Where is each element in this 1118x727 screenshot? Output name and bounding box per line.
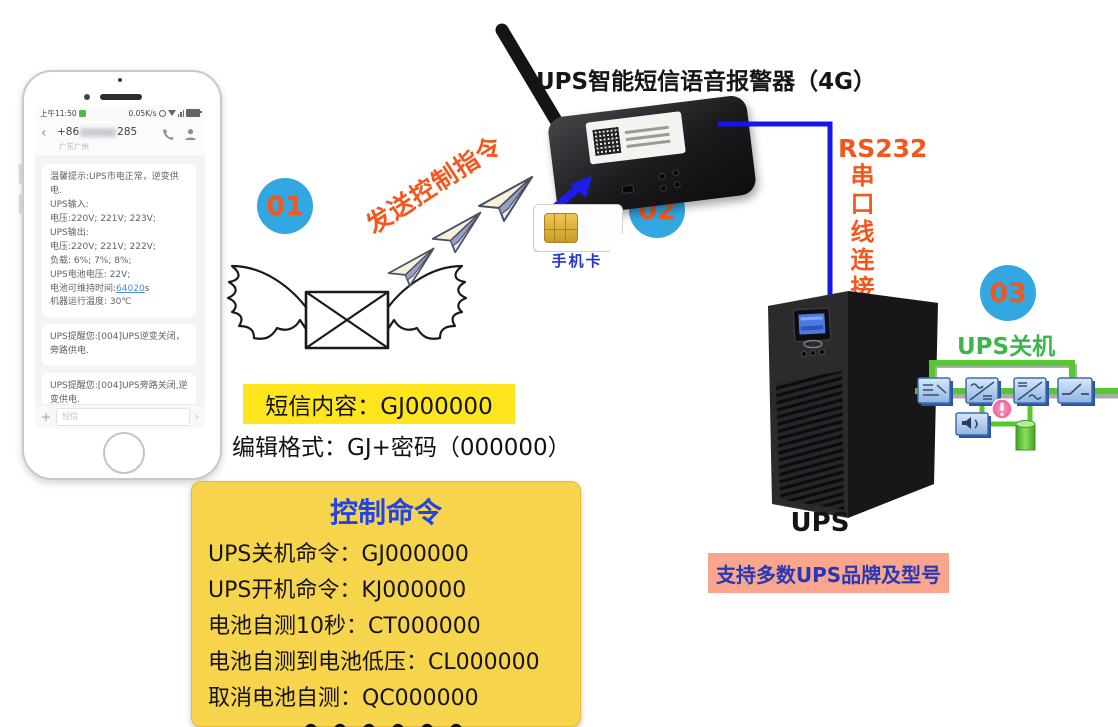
temperature-line: 机器运行温度: 30℃ bbox=[50, 297, 132, 308]
alarm-circle-icon bbox=[991, 398, 1013, 420]
send-icon[interactable]: › bbox=[194, 410, 199, 423]
alarm-speaker-block bbox=[955, 412, 989, 436]
network-speed: 0.05K/s bbox=[128, 108, 157, 118]
sms-bubble-alert: 温馨提示:UPS市电正常，逆变供电. UPS输入: 电压:220V; 221V;… bbox=[42, 164, 196, 318]
command-box: 控制命令 UPS关机命令：GJ000000 UPS开机命令：KJ000000 电… bbox=[191, 481, 581, 727]
sim-chip bbox=[544, 213, 578, 243]
ups-shutdown-label: UPS关机 bbox=[957, 334, 1056, 360]
status-led bbox=[673, 180, 682, 189]
sms-content-highlight: 短信内容：GJ000000 bbox=[243, 384, 515, 424]
paper-plane-icon bbox=[431, 211, 482, 254]
contact-icon[interactable] bbox=[184, 128, 197, 141]
phone-screen: 上午11:50 0.05K/s ‹ +86 285 广东广 bbox=[35, 106, 205, 428]
sim-label: 手机卡 bbox=[551, 252, 603, 270]
input-block bbox=[917, 377, 951, 404]
command-item: UPS开机命令：KJ000000 bbox=[208, 578, 467, 603]
command-item: UPS关机命令：GJ000000 bbox=[208, 542, 469, 567]
status-led bbox=[659, 184, 668, 193]
sms-input[interactable]: 短信 bbox=[56, 407, 190, 426]
alarm-device-body bbox=[546, 94, 758, 218]
step-badge-1: 01 bbox=[257, 178, 313, 234]
rectifier-block bbox=[965, 377, 999, 404]
ups-lcd-frame bbox=[792, 307, 832, 343]
volume-button[interactable] bbox=[19, 194, 22, 214]
winged-envelope bbox=[226, 264, 468, 350]
status-time: 上午11:50 bbox=[40, 108, 77, 118]
earpiece-speaker bbox=[100, 94, 142, 100]
usb-port bbox=[621, 184, 635, 194]
alert-body: 温馨提示:UPS市电正常，逆变供电. UPS输入: 电压:220V; 221V;… bbox=[50, 172, 179, 280]
rs232-vertical-label: 串口线连接 bbox=[850, 162, 875, 302]
ups-lcd-screen bbox=[798, 313, 826, 335]
battery-time-line: 电池可维持时间:64020s bbox=[50, 283, 188, 297]
battery-time-label: 电池可维持时间: bbox=[50, 283, 117, 294]
caller-location: 广东广州 bbox=[59, 142, 89, 151]
rs232-title: RS232 bbox=[838, 134, 928, 163]
circuit-components bbox=[917, 377, 1095, 438]
command-box-title: 控制命令 bbox=[329, 496, 442, 529]
right-wing bbox=[384, 264, 468, 340]
envelope bbox=[304, 290, 390, 350]
wifi-icon bbox=[167, 110, 176, 116]
command-list: UPS关机命令：GJ000000 UPS开机命令：KJ000000 电池自测10… bbox=[192, 537, 580, 717]
status-led bbox=[658, 172, 666, 181]
volume-button[interactable] bbox=[19, 164, 22, 184]
plus-icon[interactable]: + bbox=[41, 409, 52, 424]
sim-card bbox=[533, 204, 623, 252]
battery-cylinder bbox=[1015, 420, 1036, 451]
command-item: 取消电池自测：QC000000 bbox=[208, 686, 479, 711]
conversation-header: ‹ +86 285 广东广州 bbox=[35, 120, 205, 157]
ups-button bbox=[809, 349, 817, 357]
ups-tower bbox=[768, 291, 938, 518]
inverter-block bbox=[1013, 377, 1047, 404]
alarm-clock-icon bbox=[158, 109, 166, 117]
sms-format-line: 编辑格式：GJ+密码（000000） bbox=[232, 435, 571, 461]
speaker-icon bbox=[962, 417, 971, 429]
output-switch-block bbox=[1057, 377, 1093, 404]
left-wing bbox=[226, 264, 310, 340]
support-banner: 支持多数UPS品牌及型号 bbox=[708, 553, 949, 593]
command-item: 电池自测10秒：CT000000 bbox=[208, 614, 481, 639]
sms-compose-bar: + 短信 › bbox=[35, 404, 205, 428]
phone-call-icon[interactable] bbox=[162, 128, 175, 141]
number-prefix: +86 bbox=[57, 126, 80, 138]
battery-time-unit: s bbox=[144, 283, 150, 294]
ups-button bbox=[818, 348, 826, 356]
step-badge-3: 03 bbox=[980, 265, 1036, 321]
proximity-dot bbox=[118, 78, 122, 82]
command-ellipsis: ● ● ● ● ● ● bbox=[192, 719, 580, 727]
status-bar: 上午11:50 0.05K/s bbox=[35, 106, 205, 120]
ups-logo bbox=[803, 339, 823, 349]
message-list: 温馨提示:UPS市电正常，逆变供电. UPS输入: 电压:220V; 221V;… bbox=[35, 157, 205, 428]
camera-dot bbox=[84, 94, 90, 100]
ups-circuit-mimic bbox=[915, 360, 1118, 451]
phone-number: +86 285 bbox=[57, 126, 137, 138]
paper-plane-icon bbox=[387, 247, 435, 287]
send-command-label: 发送控制指令 bbox=[360, 130, 508, 240]
number-redacted bbox=[80, 127, 117, 137]
sms-app-icon bbox=[78, 109, 86, 117]
command-item: 电池自测到电池低压：CL000000 bbox=[208, 650, 540, 675]
qr-code bbox=[592, 126, 622, 156]
signal-icon bbox=[177, 109, 184, 117]
home-button[interactable] bbox=[103, 432, 145, 474]
number-suffix: 285 bbox=[117, 126, 138, 138]
device-title: UPS智能短信语音报警器（4G） bbox=[536, 69, 876, 95]
device-sticker bbox=[585, 111, 686, 165]
ups-label: UPS bbox=[790, 508, 850, 538]
back-icon[interactable]: ‹ bbox=[41, 125, 47, 141]
ups-button bbox=[800, 350, 808, 358]
sticker-text-lines bbox=[624, 121, 671, 151]
battery-icon bbox=[186, 109, 202, 117]
paper-plane-icon bbox=[478, 176, 533, 222]
status-led bbox=[671, 168, 680, 177]
sms-bubble: UPS提醒您:[004]UPS逆变关闭，旁路供电. bbox=[42, 324, 196, 367]
battery-time-link[interactable]: 64020 bbox=[116, 283, 145, 294]
bypass-line bbox=[929, 360, 1075, 391]
smartphone: 上午11:50 0.05K/s ‹ +86 285 广东广 bbox=[19, 70, 222, 480]
